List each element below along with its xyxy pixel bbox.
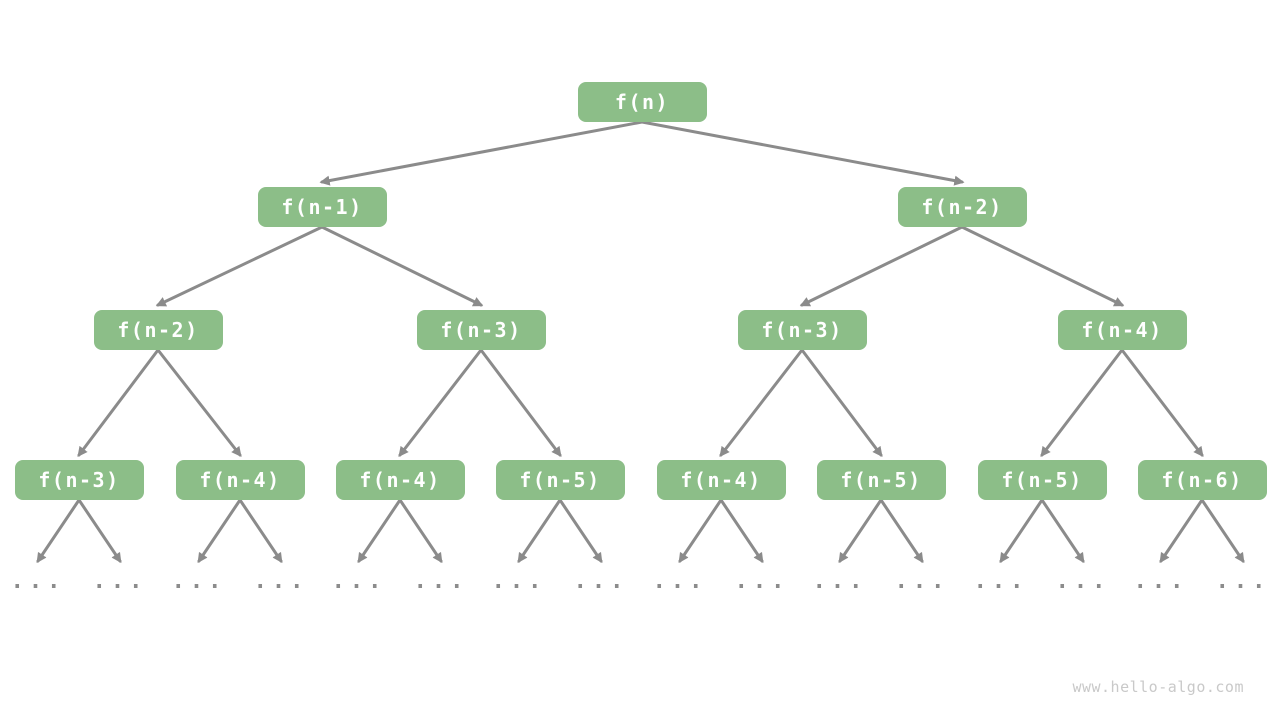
tree-edge: [1159, 498, 1204, 564]
tree-edge: [1040, 498, 1085, 564]
tree-edge: [357, 498, 402, 564]
node-label: f(n-2): [117, 318, 199, 342]
ellipsis-label: ...: [894, 569, 950, 594]
ellipsis-label: ...: [652, 569, 708, 594]
node-label: f(n-4): [359, 468, 441, 492]
tree-edge: [719, 498, 764, 564]
tree-node: f(n-2): [93, 310, 223, 350]
tree-edge: [1200, 498, 1245, 564]
ellipsis-label: ...: [92, 569, 148, 594]
tree-edge: [77, 348, 160, 458]
ellipsis-label: ...: [573, 569, 629, 594]
tree-edge: [640, 120, 965, 186]
tree-edge: [398, 348, 483, 458]
tree-edge: [1040, 348, 1124, 458]
ellipsis-label: ...: [253, 569, 309, 594]
node-label: f(n-5): [840, 468, 922, 492]
node-label: f(n-4): [1081, 318, 1163, 342]
tree-node: f(n-4): [175, 460, 305, 500]
ellipsis-label: ...: [10, 569, 66, 594]
tree-edge: [799, 225, 964, 307]
tree-edge: [197, 498, 242, 564]
tree-node: f(n-4): [656, 460, 786, 500]
tree-edge: [320, 225, 484, 307]
tree-node: f(n-2): [897, 187, 1027, 227]
node-label: f(n-5): [519, 468, 601, 492]
tree-edge: [800, 348, 883, 458]
tree-edge: [719, 348, 804, 458]
node-label: f(n-2): [921, 195, 1003, 219]
tree-edge: [960, 225, 1125, 307]
node-label: f(n-5): [1001, 468, 1083, 492]
ellipsis-label: ...: [1055, 569, 1111, 594]
tree-node: f(n-5): [977, 460, 1107, 500]
node-label: f(n-4): [199, 468, 281, 492]
node-label: f(n): [614, 90, 670, 114]
tree-node: f(n-3): [14, 460, 144, 500]
tree-node: f(n-3): [416, 310, 546, 350]
node-label: f(n-3): [38, 468, 120, 492]
tree-node: f(n): [577, 82, 707, 122]
tree-edge: [558, 498, 603, 564]
tree-edge: [155, 225, 324, 307]
tree-edge: [838, 498, 883, 564]
tree-edge: [398, 498, 443, 564]
node-label: f(n-3): [440, 318, 522, 342]
tree-node: f(n-5): [495, 460, 625, 500]
tree-node: f(n-4): [335, 460, 465, 500]
ellipsis-label: ...: [734, 569, 790, 594]
tree-edge: [517, 498, 562, 564]
ellipsis-label: ...: [413, 569, 469, 594]
node-label: f(n-3): [761, 318, 843, 342]
tree-edge: [36, 498, 81, 564]
node-label: f(n-6): [1161, 468, 1243, 492]
tree-edge: [479, 348, 562, 458]
ellipsis-label: ...: [1133, 569, 1189, 594]
ellipsis-label: ...: [973, 569, 1029, 594]
tree-edge: [879, 498, 924, 564]
tree-node: f(n-4): [1057, 310, 1187, 350]
ellipsis-label: ...: [491, 569, 547, 594]
tree-node: f(n-6): [1137, 460, 1267, 500]
tree-node: f(n-1): [257, 187, 387, 227]
tree-edge: [1120, 348, 1204, 458]
tree-edge: [238, 498, 283, 564]
tree-edge: [678, 498, 723, 564]
tree-node: f(n-5): [816, 460, 946, 500]
node-label: f(n-4): [680, 468, 762, 492]
tree-edge: [999, 498, 1044, 564]
ellipsis-label: ...: [331, 569, 387, 594]
tree-node: f(n-3): [737, 310, 867, 350]
tree-edge: [319, 120, 644, 186]
ellipsis-label: ...: [1215, 569, 1271, 594]
node-label: f(n-1): [281, 195, 363, 219]
ellipsis-label: ...: [171, 569, 227, 594]
ellipsis-label: ...: [812, 569, 868, 594]
tree-edge: [77, 498, 122, 564]
tree-edge: [156, 348, 242, 458]
watermark: www.hello-algo.com: [1072, 678, 1244, 696]
